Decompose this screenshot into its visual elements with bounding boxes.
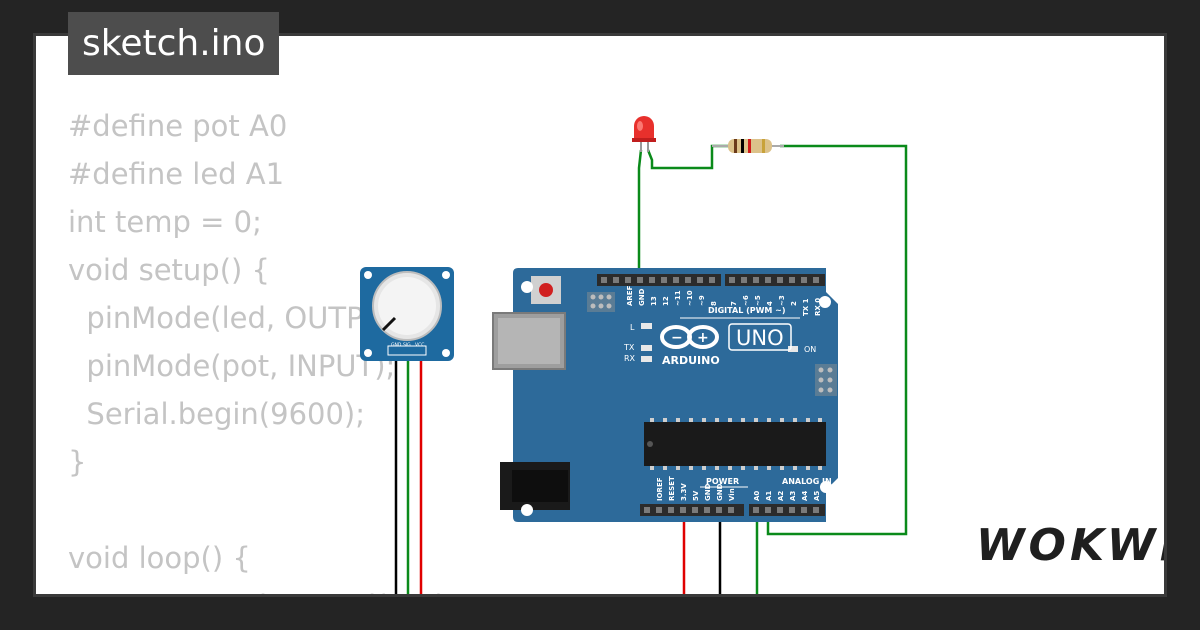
led-label-rx: RX [624, 354, 636, 363]
code-line: pinMode(pot, INPUT); [86, 349, 396, 383]
arduino-brand: ARDUINO [662, 354, 720, 367]
preview-card: #define pot A0 #define led A1 int temp =… [36, 36, 1164, 594]
pin-label: A0 [753, 491, 761, 501]
mount-hole [819, 296, 831, 308]
pin-label: 7 [730, 301, 738, 306]
wire-resistor-to-a1 [766, 144, 908, 536]
pin-label: 13 [650, 296, 658, 306]
pin-label: A2 [777, 491, 785, 501]
digital-header-label: DIGITAL (PWM ~) [708, 306, 786, 315]
mount-hole [820, 481, 832, 493]
pin-label: A3 [789, 491, 797, 501]
power-header [640, 504, 744, 516]
red-led[interactable] [632, 116, 656, 152]
pin-label: 2 [790, 301, 798, 306]
file-tab[interactable]: sketch.ino [68, 12, 280, 75]
pin-label: ~5 [754, 295, 762, 306]
code-preview: #define pot A0 #define led A1 int temp =… [68, 102, 456, 594]
pin-label: AREF [626, 285, 634, 306]
wokwi-logo: WOKWi [976, 520, 1164, 571]
pin-label: A5 [813, 491, 821, 501]
led-label-tx: TX [623, 343, 635, 352]
analog-header [749, 504, 825, 516]
pin-label: ~3 [778, 295, 786, 306]
pin-label: RESET [668, 476, 676, 501]
pin-label: IOREF [656, 477, 664, 501]
power-header-label: POWER [706, 477, 739, 486]
pin-label: A1 [765, 491, 773, 501]
board-leds: L TX RX ON [623, 323, 816, 363]
pin-label: A4 [801, 491, 809, 501]
pot-knob-indicator [381, 316, 397, 332]
mount-hole [521, 281, 533, 293]
arduino-logo-icon [660, 325, 719, 349]
wire-led-to-resistor [646, 144, 730, 170]
code-line: #define pot A0 [68, 109, 288, 143]
wire-led-to-gnd [637, 149, 643, 280]
code-line: } [68, 445, 87, 479]
mount-hole [521, 504, 533, 516]
code-line: void setup() { [68, 253, 270, 287]
analog-header-label: ANALOG IN [782, 477, 832, 486]
pin-label: ~9 [698, 295, 706, 306]
resistor[interactable] [712, 139, 784, 153]
code-line: int temp = 0; [68, 205, 262, 239]
arduino-model: UNO [736, 326, 784, 350]
pot-pin-label: VCC [415, 342, 424, 348]
pin-label: 12 [662, 296, 670, 306]
led-label-l: L [630, 323, 635, 332]
pin-label: 4 [766, 301, 774, 306]
digital-header [597, 274, 825, 286]
arduino-logo-plus: + [697, 330, 709, 346]
pin-label: GND [704, 483, 712, 501]
arduino-uno[interactable]: AREF GND 13 12 ~11 ~10 ~9 8 7 ~6 ~5 4 ~3… [492, 268, 838, 522]
pin-label: GND [638, 288, 646, 306]
code-line: #define led A1 [68, 157, 285, 191]
icsp-header [587, 292, 615, 312]
code-line: pinMode(led, OUTPUT); [86, 301, 424, 335]
arduino-logo-minus: − [671, 330, 683, 346]
pin-label: GND [716, 483, 724, 501]
pin-label: ~11 [674, 290, 682, 306]
pin-label: TX 1 [802, 298, 810, 316]
pin-label: RX 0 [814, 298, 822, 316]
icsp-header-2 [815, 364, 837, 396]
pin-label: 8 [710, 301, 718, 306]
microcontroller-chip [644, 418, 826, 470]
circuit-diagram: GND SIG VCC [360, 116, 908, 594]
pin-label: ~10 [686, 290, 694, 306]
potentiometer[interactable]: GND SIG VCC [360, 267, 454, 361]
code-line: void loop() { [68, 541, 251, 575]
code-line: temp = analogRead(pot); [68, 589, 456, 594]
code-line: Serial.begin(9600); [86, 397, 366, 431]
pot-pin-label: GND [391, 342, 402, 348]
pot-pin-label: SIG [403, 342, 411, 348]
pin-label: 5V [692, 490, 700, 501]
reset-button[interactable] [531, 276, 561, 304]
pin-label: ~6 [742, 295, 750, 306]
pin-label: 3.3V [680, 483, 688, 501]
pin-label: Vin [728, 488, 736, 501]
on-label: ON [804, 345, 816, 354]
